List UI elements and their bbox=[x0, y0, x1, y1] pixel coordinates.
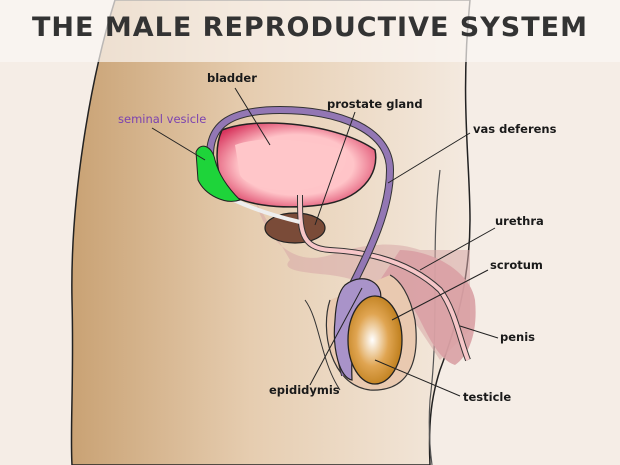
prostate-gland bbox=[264, 212, 326, 244]
label-prostate-gland: prostate gland bbox=[327, 97, 423, 111]
label-seminal-vesicle: seminal vesicle bbox=[118, 112, 207, 126]
testicle bbox=[347, 295, 403, 385]
label-bladder: bladder bbox=[207, 71, 257, 85]
label-epididymis: epididymis bbox=[269, 383, 340, 397]
label-urethra: urethra bbox=[495, 214, 544, 228]
label-scrotum: scrotum bbox=[490, 258, 543, 272]
label-testicle: testicle bbox=[463, 390, 512, 404]
seminal-vesicle bbox=[195, 145, 241, 202]
leader-lines bbox=[151, 87, 499, 397]
penis bbox=[380, 250, 476, 365]
page-title: The Male Reproductive System bbox=[32, 12, 588, 43]
label-penis: penis bbox=[500, 330, 536, 344]
label-vas-deferens: vas deferens bbox=[473, 122, 557, 136]
